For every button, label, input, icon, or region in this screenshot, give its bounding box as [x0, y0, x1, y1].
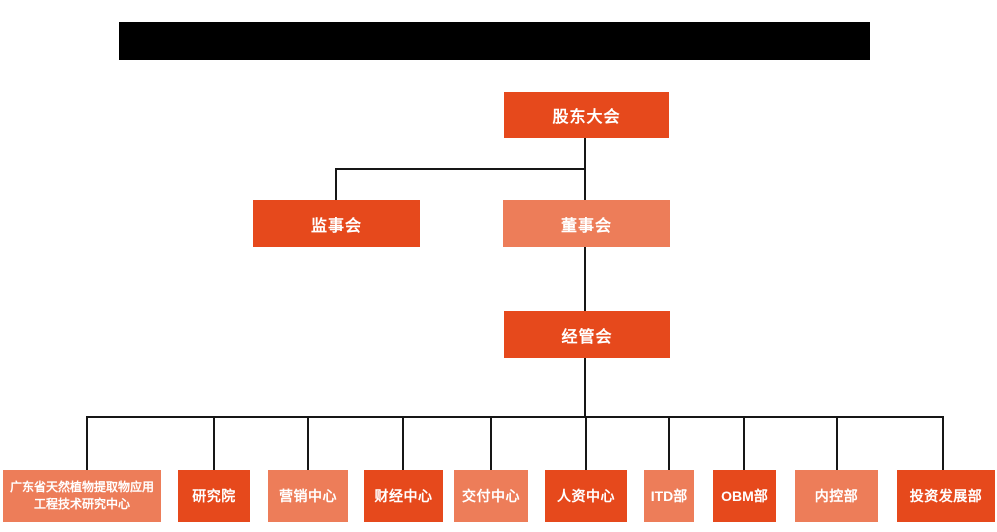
org-node-board-of-directors: 董事会	[503, 200, 670, 247]
connector-board-to-mgmt	[584, 247, 586, 311]
connector-departments-horizontal	[86, 416, 944, 418]
org-node-label: 内控部	[814, 488, 859, 504]
org-node-dept-delivery-center: 交付中心	[454, 470, 528, 522]
org-node-dept-internal-control: 内控部	[795, 470, 878, 522]
connector-to-supervisory	[335, 168, 337, 200]
org-node-dept-finance-center: 财经中心	[364, 470, 443, 522]
org-node-dept-obm: OBM部	[713, 470, 776, 522]
connector-drop-internal-control	[836, 416, 838, 470]
org-node-label: 财经中心	[374, 488, 433, 504]
connector-drop-marketing	[307, 416, 309, 470]
org-node-dept-investment-development: 投资发展部	[897, 470, 995, 522]
title-redaction-bar	[119, 22, 870, 60]
connector-drop-itd	[668, 416, 670, 470]
connector-drop-hr	[585, 416, 587, 470]
org-node-dept-marketing-center: 营销中心	[268, 470, 348, 522]
org-node-label: 交付中心	[462, 488, 520, 504]
org-node-label: 人资中心	[557, 488, 615, 504]
connector-drop-research-institute	[213, 416, 215, 470]
connector-drop-delivery	[490, 416, 492, 470]
org-node-management-committee: 经管会	[504, 311, 670, 358]
connector-drop-finance	[402, 416, 404, 470]
org-node-label: 股东大会	[552, 109, 621, 126]
org-node-label: 经管会	[561, 328, 613, 346]
org-node-label: 董事会	[560, 217, 612, 235]
connector-drop-investment	[942, 416, 944, 470]
org-node-label: 投资发展部	[909, 488, 983, 504]
org-node-label: ITD部	[650, 488, 688, 504]
org-node-dept-research-institute: 研究院	[178, 470, 250, 522]
org-node-label: OBM部	[721, 488, 768, 504]
org-node-label: 广东省天然植物提取物应用工程技术研究中心	[9, 480, 154, 511]
connector-level2-horizontal	[335, 168, 586, 170]
org-node-label: 研究院	[192, 488, 236, 504]
connector-drop-research-center	[86, 416, 88, 470]
org-node-label: 营销中心	[279, 488, 337, 504]
org-node-label: 监事会	[310, 217, 362, 235]
org-node-shareholders-meeting: 股东大会	[504, 92, 669, 138]
org-node-dept-itd: ITD部	[644, 470, 694, 522]
connector-mgmt-to-bus	[584, 358, 586, 418]
connector-drop-obm	[743, 416, 745, 470]
org-node-dept-research-center: 广东省天然植物提取物应用工程技术研究中心	[3, 470, 161, 522]
org-node-dept-hr-center: 人资中心	[545, 470, 627, 522]
org-node-supervisory-board: 监事会	[253, 200, 420, 247]
